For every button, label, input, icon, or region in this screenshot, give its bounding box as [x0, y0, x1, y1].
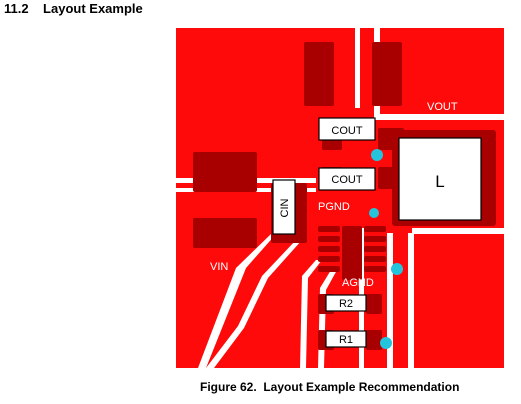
figure-caption: Figure 62. Layout Example Recommendation	[200, 380, 460, 394]
vin-trace-gap	[198, 234, 276, 368]
via-4	[380, 337, 392, 349]
cout-top-label: COUT	[331, 125, 362, 137]
agnd-label: AGND	[342, 277, 374, 289]
pgnd-label: PGND	[318, 201, 350, 213]
section-number: 11.2	[4, 1, 29, 16]
cout-mid-capacitor	[318, 167, 376, 191]
vout-label: VOUT	[427, 101, 458, 113]
cout-mid-label: COUT	[331, 174, 362, 186]
r2-label: R2	[339, 298, 353, 310]
inductor-label: L	[435, 172, 444, 191]
via-3	[391, 263, 403, 275]
vin-label: VIN	[210, 261, 228, 273]
inductor	[398, 137, 482, 221]
section-title: Layout Example	[43, 1, 143, 16]
section-heading: 11.2 Layout Example	[4, 1, 143, 16]
vias	[369, 149, 403, 349]
pcb-layout-figure: VOUT COUT COUT L CIN PGND VIN AGND R2 R1	[176, 28, 504, 368]
r1-resistor	[325, 330, 367, 348]
ic-pads	[318, 226, 386, 280]
via-2	[369, 208, 379, 218]
cout-top-capacitor	[318, 117, 376, 141]
vin-trace-gap-2	[206, 240, 302, 368]
r1-label: R1	[339, 334, 353, 346]
r2-resistor	[325, 294, 367, 312]
cin-label: CIN	[279, 198, 291, 217]
pgnd-trace-gap	[300, 260, 322, 368]
cin-capacitor	[272, 179, 296, 235]
via-1	[371, 149, 383, 161]
pcb-layout-svg: VOUT COUT COUT L CIN PGND VIN AGND R2 R1	[176, 28, 504, 368]
